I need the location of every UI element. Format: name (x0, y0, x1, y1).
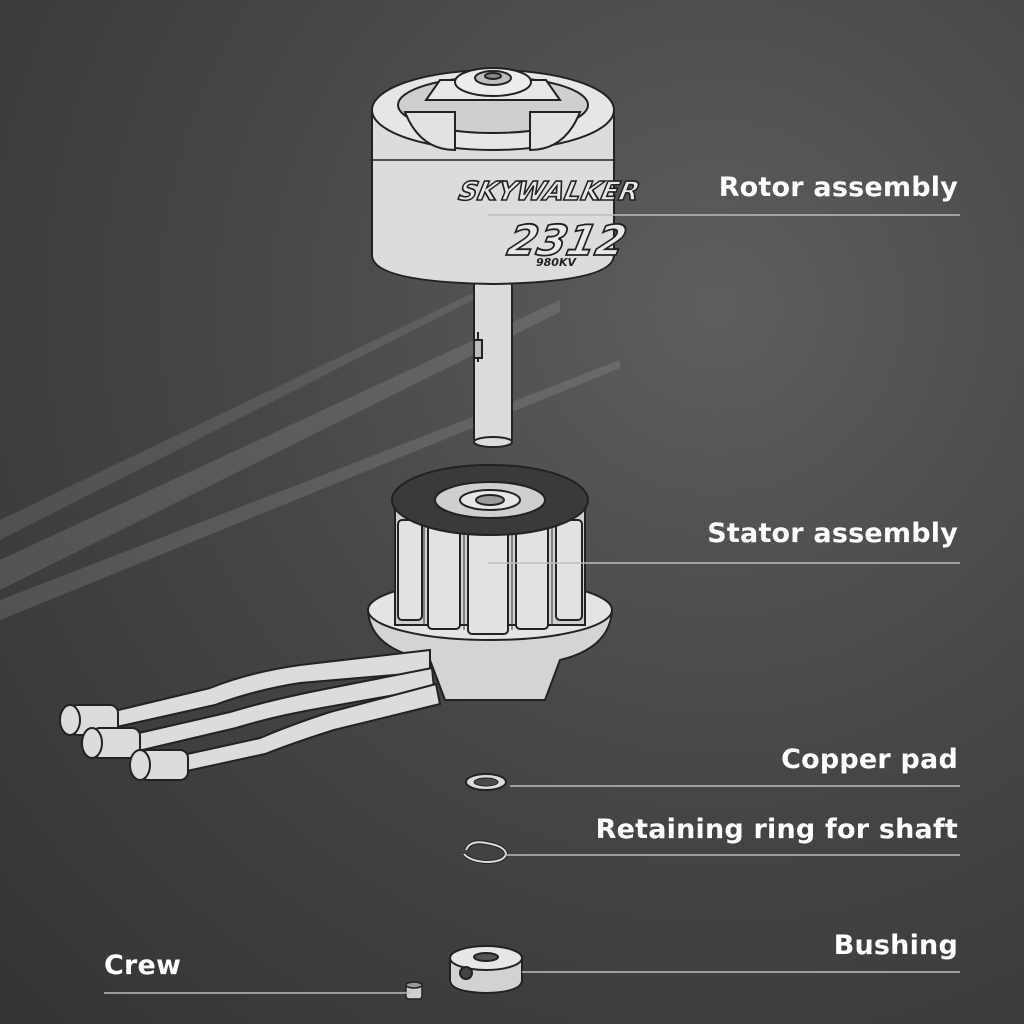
copper-pad-part (465, 773, 507, 791)
stator-assembly (366, 464, 614, 701)
bullet-connector-3 (129, 749, 189, 781)
label-copper-pad: Copper pad (781, 744, 958, 775)
label-crew: Crew (104, 950, 182, 981)
label-retaining-ring: Retaining ring for shaft (595, 814, 958, 845)
leader-lines (104, 214, 960, 994)
label-rotor-assembly: Rotor assembly (718, 172, 958, 203)
retaining-ring-part (462, 840, 509, 865)
bushing-part (449, 945, 523, 995)
rotor-assembly: SKYWALKER 2312 980KV (371, 67, 643, 448)
kv-marking: 980KV (536, 256, 577, 269)
label-stator-assembly: Stator assembly (707, 518, 958, 549)
motor-wires (59, 648, 442, 781)
model-marking: 2312 (503, 217, 630, 265)
label-bushing: Bushing (833, 930, 958, 961)
brand-marking: SKYWALKER (456, 177, 642, 207)
bullet-connector-2 (81, 727, 141, 759)
background-streaks (0, 280, 620, 620)
motor-shaft (473, 281, 513, 443)
stator-teeth (397, 519, 583, 635)
screw-part (405, 981, 423, 1000)
